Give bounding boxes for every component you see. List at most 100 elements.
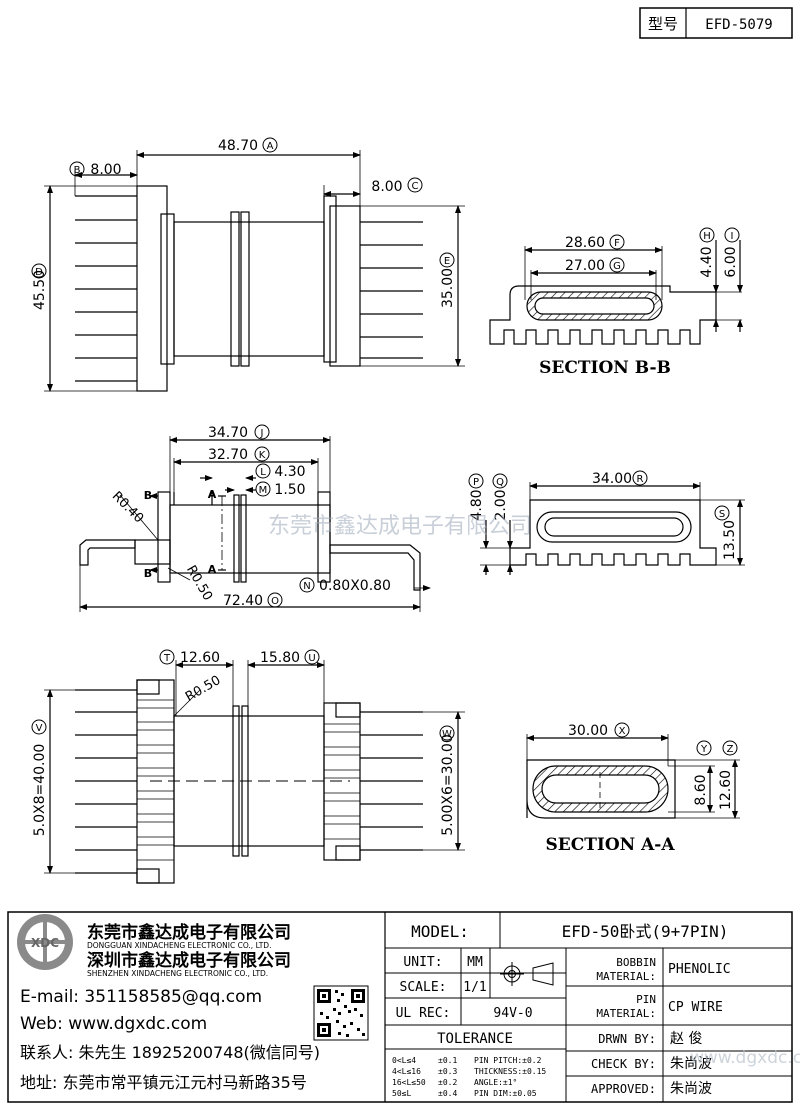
radius-r040: R0.40	[109, 489, 146, 526]
tol-note-3: ANGLE:±1°	[474, 1078, 517, 1087]
ulrec-value: 94V-0	[493, 1006, 532, 1021]
marker-s: S	[719, 509, 725, 520]
check-label: CHECK BY:	[591, 1057, 656, 1071]
qr-code	[313, 985, 369, 1041]
left-pins	[75, 195, 137, 382]
dim-o-value: 72.40	[223, 593, 263, 609]
section-marker-a-top: A	[208, 488, 217, 501]
dim-g-value: 27.00	[565, 258, 605, 274]
marker-x: X	[619, 726, 626, 737]
title-block-fields: MODEL: EFD-50卧式(9+7PIN) UNIT: MM SCALE: …	[392, 922, 800, 1098]
marker-v: V	[36, 723, 43, 734]
dim-t-value: 12.60	[180, 650, 220, 666]
marker-n: N	[303, 581, 310, 592]
tol-range-2: 4<L≤16	[392, 1067, 421, 1076]
company-email: E-mail: 351158585@qq.com	[20, 987, 262, 1007]
site-watermark: www.dgxdc.com	[690, 1048, 800, 1068]
section-marker-b-top: B	[144, 489, 152, 502]
marker-j: J	[260, 428, 264, 439]
company-logo: XDC	[17, 914, 73, 970]
marker-p: P	[473, 477, 479, 488]
dim-h-value: 4.40	[699, 246, 715, 277]
marker-r: R	[637, 474, 644, 485]
section-aa-title: SECTION A-A	[545, 835, 675, 855]
tol-range-3: 16<L≤50	[392, 1078, 426, 1087]
dim-c-value: 8.00	[371, 179, 402, 195]
section-bb-labels: 28.60 F 27.00 G 4.40 H 6.00 I SECTION B-…	[539, 227, 740, 378]
marker-f: F	[614, 238, 620, 249]
ulrec-label: UL REC:	[396, 1006, 451, 1021]
dim-f-value: 28.60	[565, 235, 605, 251]
dim-n-value: 0.80X0.80	[319, 578, 391, 594]
dim-q-value: 2.00	[493, 489, 509, 520]
unit-value: MM	[467, 955, 483, 970]
dim-i-value: 6.00	[723, 246, 739, 277]
bottom-view	[44, 660, 465, 884]
tol-range-1: 0<L≤4	[392, 1056, 416, 1065]
marker-e: E	[444, 256, 450, 267]
company-web: Web: www.dgxdc.com	[20, 1014, 207, 1034]
dim-y-value: 8.60	[693, 774, 709, 805]
watermark-text: 东莞市鑫达成电子有限公司	[268, 514, 532, 539]
scale-value: 1/1	[463, 980, 486, 995]
dim-w-value: 5.00X6=30.00	[440, 734, 456, 835]
marker-t: T	[163, 653, 171, 664]
marker-u: U	[308, 653, 315, 664]
tol-value-1: ±0.1	[438, 1056, 457, 1065]
company-contact: 联系人: 朱先生 18925200748(微信同号)	[20, 1043, 320, 1062]
dim-a-value: 48.70	[218, 138, 258, 154]
bottom-left-pins	[75, 689, 137, 874]
section-bb-title: SECTION B-B	[539, 358, 671, 378]
marker-m: M	[259, 485, 268, 496]
model-code: EFD-5079	[705, 17, 772, 33]
top-view	[44, 150, 465, 392]
section-marker-a-bottom: A	[208, 563, 217, 576]
tol-value-3: ±0.2	[438, 1078, 457, 1087]
dim-z-value: 12.60	[718, 770, 734, 810]
marker-b: B	[74, 165, 81, 176]
marker-g: G	[613, 261, 621, 272]
marker-k: K	[259, 450, 266, 461]
section-bb-view	[489, 240, 743, 345]
drwn-value: 赵 俊	[670, 1031, 702, 1047]
marker-i: I	[731, 231, 734, 242]
section-marker-b-bottom: B	[144, 567, 152, 580]
tol-value-2: ±0.3	[438, 1067, 457, 1076]
section-aa-view	[526, 734, 740, 819]
drwn-label: DRWN BY:	[598, 1032, 656, 1046]
logo-text: XDC	[31, 936, 59, 950]
marker-h: H	[703, 231, 711, 242]
dim-x-value: 30.00	[568, 723, 608, 739]
side-view	[79, 436, 431, 612]
marker-q: Q	[496, 477, 504, 488]
tol-value-4: ±0.4	[438, 1089, 457, 1098]
dim-d-value: 45.50	[32, 270, 48, 310]
pin-label-1: PIN	[636, 993, 656, 1006]
marker-w: W	[442, 729, 452, 740]
marker-l: L	[260, 467, 266, 478]
tol-note-2: THICKNESS:±0.15	[474, 1067, 546, 1076]
company-name-dg-en: DONGGUAN XINDACHENG ELECTRONIC CO., LTD.	[87, 941, 271, 950]
dim-j-value: 34.70	[208, 425, 248, 441]
section-aa-labels: 30.00 X Y Z 8.60 12.60 SECTION A-A	[545, 722, 738, 855]
dim-s-value: 13.50	[722, 520, 738, 560]
marker-y: Y	[700, 744, 708, 755]
dim-r-value: 34.00	[592, 471, 632, 487]
bobbin-label-2: MATERIAL:	[596, 970, 656, 983]
dim-m-value: 1.50	[274, 482, 305, 498]
dim-b-value: 8.00	[90, 162, 121, 178]
bobbin-value: PHENOLIC	[668, 962, 731, 977]
bottom-right-pins	[360, 711, 423, 851]
top-view-labels: 48.70 A B 8.00 8.00 C 45.50 D 35.00 E	[31, 137, 456, 310]
projection-symbol-icon	[500, 962, 554, 986]
approved-label: APPROVED:	[591, 1082, 656, 1096]
dim-u-value: 15.80	[260, 650, 300, 666]
tol-note-4: PIN DIM:±0.05	[474, 1089, 537, 1098]
title-block	[7, 911, 793, 1103]
type-label: 型号	[648, 15, 678, 33]
tolerance-label: TOLERANCE	[437, 1031, 513, 1047]
dim-p-value: 4.80	[469, 489, 485, 520]
marker-c: C	[412, 181, 419, 192]
tol-note-1: PIN PITCH:±0.2	[474, 1056, 542, 1065]
